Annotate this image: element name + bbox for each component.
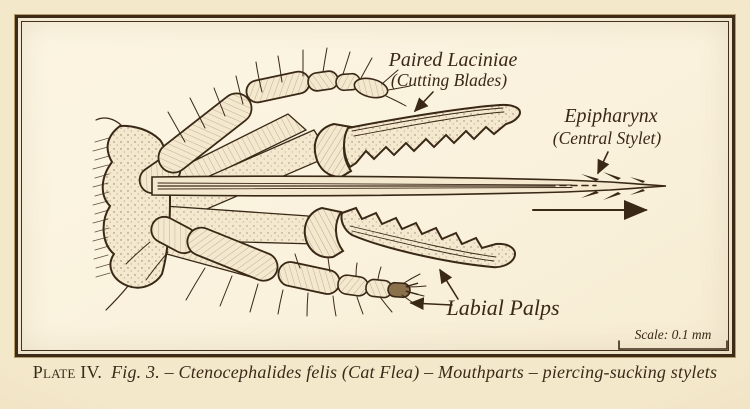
lower-lacinia-blade xyxy=(303,206,516,269)
epipharynx-arrow xyxy=(597,151,610,175)
upper-lacinia-blade xyxy=(313,103,521,179)
epipharynx-label-line1: Epipharynx xyxy=(563,105,657,127)
labial-palps-arrow-upper xyxy=(439,268,459,300)
maxillary-palp-upper xyxy=(138,47,411,195)
epipharynx-label-line2: (Central Stylet) xyxy=(553,128,662,148)
scale-bar: Scale: 0.1 mm xyxy=(618,327,728,350)
head-edge-hatching xyxy=(92,137,111,278)
paired-laciniae-label-line2: (Cutting Blades) xyxy=(391,70,507,90)
head-capsule xyxy=(92,117,172,311)
annotation-paired-laciniae: Paired Laciniae (Cutting Blades) xyxy=(388,49,518,113)
scale-bar-bracket xyxy=(618,340,728,350)
plate-caption: Plate IV. Fig. 3. – Ctenocephalides felis… xyxy=(0,362,750,383)
stylet-barbs xyxy=(581,172,645,200)
annotation-labial-palps: Labial Palps xyxy=(409,268,560,320)
labial-palps-arrow-left xyxy=(409,297,453,311)
epipharynx-stylet xyxy=(151,172,667,200)
caption-figure-text: Fig. 3. – Ctenocephalides felis (Cat Fle… xyxy=(111,362,718,382)
labial-palps-label: Labial Palps xyxy=(445,295,559,320)
paired-laciniae-arrow xyxy=(413,91,434,113)
annotation-epipharynx: Epipharynx (Central Stylet) xyxy=(553,105,662,175)
plate-inner-border xyxy=(21,21,729,351)
paired-laciniae-label-line1: Paired Laciniae xyxy=(388,49,518,71)
palp-setae-upper xyxy=(167,47,411,143)
caption-plate-number: Plate IV. xyxy=(32,362,103,382)
scale-bar-label: Scale: 0.1 mm xyxy=(635,327,712,342)
